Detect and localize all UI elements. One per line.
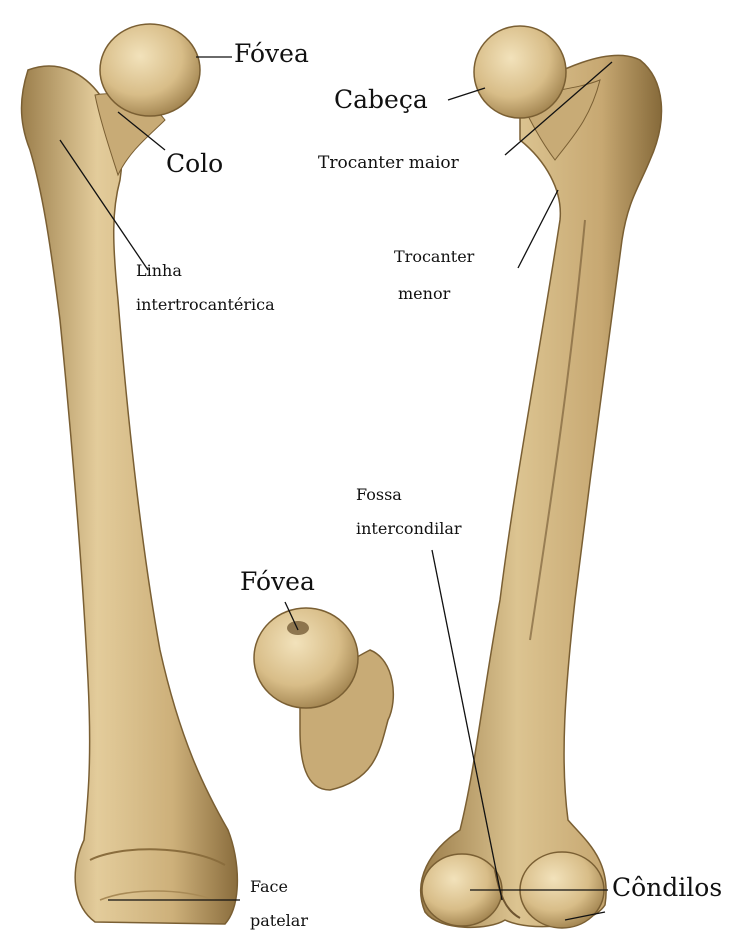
- label-patelar: patelar: [250, 912, 308, 930]
- label-fossa: Fossa: [356, 486, 402, 504]
- inset-femoral-head: [254, 608, 393, 790]
- label-face: Face: [250, 878, 288, 896]
- label-intercondilar: intercondilar: [356, 520, 462, 538]
- label-linha: Linha: [136, 262, 182, 280]
- label-fovea-inset: Fóvea: [240, 568, 315, 597]
- label-condilos: Côndilos: [612, 874, 722, 903]
- label-colo: Colo: [166, 150, 223, 179]
- label-cabeca: Cabeça: [334, 86, 428, 115]
- label-menor: menor: [398, 285, 450, 303]
- label-trocanter-maior: Trocanter maior: [318, 154, 459, 174]
- label-trocanter: Trocanter: [394, 248, 474, 266]
- label-intertrocanterica: intertrocantérica: [136, 296, 275, 314]
- label-fovea-top: Fóvea: [234, 40, 309, 69]
